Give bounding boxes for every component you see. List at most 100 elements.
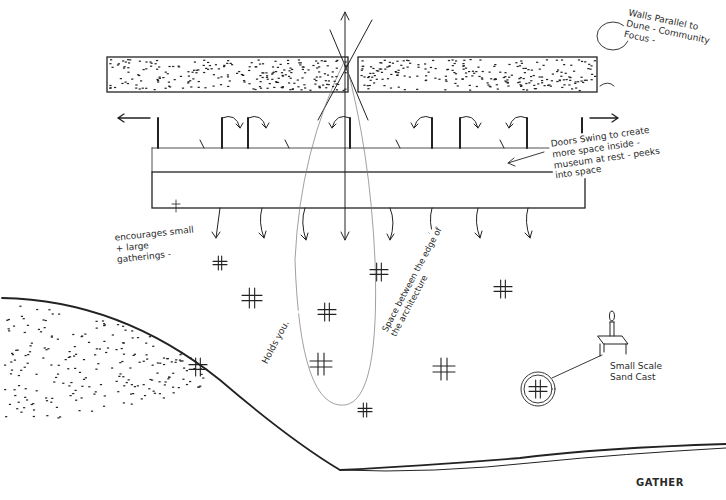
stipple-dot bbox=[370, 66, 372, 67]
stipple-dot bbox=[548, 84, 550, 85]
stipple-dot bbox=[151, 63, 153, 64]
stipple-dot bbox=[203, 72, 205, 73]
stipple-dot bbox=[563, 79, 565, 80]
stipple-dot bbox=[571, 88, 573, 89]
stipple-dot bbox=[473, 73, 475, 74]
stipple-dot bbox=[204, 87, 206, 88]
stipple-dot bbox=[291, 69, 293, 70]
stipple-dot bbox=[260, 81, 262, 82]
stipple-dot bbox=[293, 83, 295, 84]
stipple-dot bbox=[331, 76, 333, 77]
stipple-dot bbox=[497, 88, 499, 89]
stipple-dot bbox=[367, 88, 369, 89]
stipple-dot bbox=[302, 66, 304, 67]
stipple-dot bbox=[109, 88, 111, 89]
stipple-dot bbox=[482, 71, 484, 72]
stipple-dot bbox=[574, 83, 576, 84]
grid-marker bbox=[433, 358, 455, 380]
stipple-dot bbox=[389, 65, 391, 66]
stipple-dot bbox=[398, 70, 400, 71]
stipple-dot bbox=[166, 358, 168, 359]
stipple-dot bbox=[519, 65, 521, 66]
stipple-dot bbox=[282, 76, 284, 77]
stipple-dot bbox=[83, 379, 85, 380]
stipple-dot bbox=[445, 81, 447, 82]
stipple-dot bbox=[462, 78, 464, 79]
stipple-dot bbox=[179, 359, 181, 360]
stipple-dot bbox=[223, 66, 225, 67]
stipple-dot bbox=[395, 71, 397, 72]
stipple-dot bbox=[371, 77, 373, 78]
stipple-dot bbox=[287, 63, 289, 64]
stipple-dot bbox=[272, 72, 274, 73]
stipple-dot bbox=[520, 86, 522, 87]
stipple-dot bbox=[248, 70, 250, 71]
stipple-dot bbox=[388, 66, 390, 67]
stipple-dot bbox=[528, 82, 530, 83]
stipple-dot bbox=[517, 82, 519, 83]
stipple-dot bbox=[252, 88, 254, 89]
stipple-dot bbox=[218, 68, 220, 69]
stipple-dot bbox=[373, 82, 375, 83]
stipple-dot bbox=[594, 76, 596, 77]
stipple-dot bbox=[287, 60, 289, 61]
stipple-dot bbox=[186, 370, 188, 371]
stipple-dot bbox=[178, 66, 180, 67]
stipple-dot bbox=[175, 359, 177, 360]
stipple-dot bbox=[236, 73, 238, 74]
stipple-dot bbox=[79, 372, 81, 373]
stipple-dot bbox=[255, 66, 257, 67]
stipple-dot bbox=[142, 88, 144, 89]
stipple-dot bbox=[580, 77, 582, 78]
stipple-dot bbox=[187, 82, 189, 83]
stipple-dot bbox=[407, 67, 409, 68]
stipple-dot bbox=[78, 410, 80, 411]
stipple-dot bbox=[376, 79, 378, 80]
stipple-dot bbox=[248, 83, 250, 84]
stipple-dot bbox=[203, 65, 205, 66]
stipple-dot bbox=[220, 84, 222, 85]
stipple-dot bbox=[591, 79, 593, 80]
stipple-dot bbox=[9, 404, 11, 405]
stipple-dot bbox=[45, 349, 47, 350]
stipple-dot bbox=[522, 68, 524, 69]
stipple-dot bbox=[425, 80, 427, 81]
dune-ground bbox=[2, 298, 726, 471]
stipple-dot bbox=[262, 63, 264, 64]
stipple-dot bbox=[104, 324, 106, 325]
stipple-dot bbox=[550, 86, 552, 87]
stipple-dot bbox=[50, 402, 52, 403]
stipple-dot bbox=[117, 391, 119, 392]
stipple-dot bbox=[568, 76, 570, 77]
stipple-dot bbox=[46, 400, 48, 401]
stipple-dot bbox=[114, 87, 116, 88]
stipple-dot bbox=[463, 65, 465, 66]
stipple-dot bbox=[93, 394, 95, 395]
stipple-dot bbox=[403, 60, 405, 61]
stipple-dot bbox=[518, 78, 520, 79]
grid-marker bbox=[242, 288, 262, 308]
stipple-dot bbox=[527, 69, 529, 70]
stipple-dot bbox=[507, 82, 509, 83]
stipple-dot bbox=[281, 87, 283, 88]
gathering-markers bbox=[189, 256, 547, 417]
stipple-dot bbox=[57, 374, 59, 375]
stipple-dot bbox=[202, 377, 204, 378]
stipple-dot bbox=[265, 72, 267, 73]
stipple-dot bbox=[165, 88, 167, 89]
stipple-dot bbox=[16, 408, 18, 409]
stipple-dot bbox=[97, 363, 99, 364]
stipple-dot bbox=[36, 390, 38, 391]
stipple-dot bbox=[559, 79, 561, 80]
stipple-dot bbox=[434, 78, 436, 79]
stipple-dot bbox=[531, 70, 533, 71]
stipple-dot bbox=[238, 71, 240, 72]
stipple-dot bbox=[25, 355, 27, 356]
stipple-dot bbox=[118, 376, 120, 377]
stipple-dot bbox=[369, 85, 371, 86]
stipple-dot bbox=[551, 80, 553, 81]
stipple-dot bbox=[220, 76, 222, 77]
stipple-dot bbox=[44, 327, 46, 328]
stipple-dot bbox=[390, 74, 392, 75]
stipple-dot bbox=[190, 86, 192, 87]
